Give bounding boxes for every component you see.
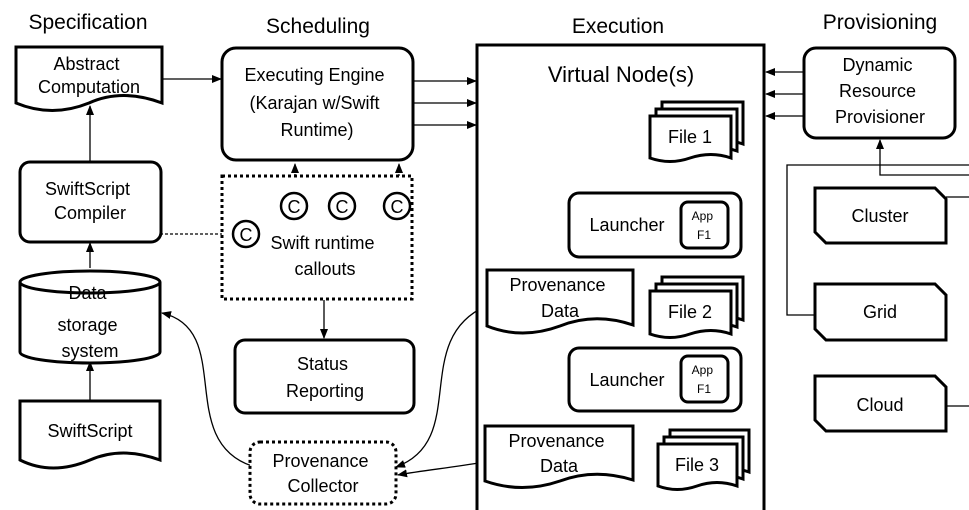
launcher-2-app-line1: App — [692, 363, 714, 377]
svg-text:Provenance Data: Provenance Data — [509, 275, 610, 321]
launcher-1-app-line2: F1 — [697, 228, 711, 242]
curve-provenance2-to-collector — [397, 461, 485, 478]
provenance-data-2-node: Provenance Data — [483, 424, 635, 489]
status-reporting-line2: Reporting — [286, 381, 364, 401]
launcher-1-node: Launcher App F1 — [567, 191, 743, 259]
swiftscript-label: SwiftScript — [47, 421, 132, 441]
curve-collector-to-storage — [161, 311, 253, 467]
svg-text:C: C — [336, 197, 349, 217]
svg-text:C: C — [288, 197, 301, 217]
svg-text:Provenance Collector: Provenance Collector — [272, 451, 373, 496]
data-storage-line2: storage — [57, 315, 117, 335]
dynamic-provisioner-line3: Provisioner — [835, 107, 925, 127]
callout-c-3: C — [382, 191, 412, 221]
curve-provenance1-to-collector — [395, 305, 487, 468]
swiftscript-compiler-line1: SwiftScript — [45, 179, 130, 199]
provenance-collector-line2: Collector — [287, 476, 358, 496]
file-2-stack: File 2 — [648, 275, 745, 339]
provenance-data-2-line2: Data — [540, 456, 579, 476]
svg-text:App F1: App F1 — [692, 363, 717, 396]
svg-text:C: C — [391, 197, 404, 217]
abstract-computation-line2: Computation — [38, 77, 140, 97]
provenance-data-1-node: Provenance Data — [485, 268, 635, 335]
svg-text:Data storage syste: Data storage system — [57, 283, 122, 361]
svg-text:C: C — [240, 225, 253, 245]
executing-engine-line3: Runtime) — [280, 120, 353, 140]
executing-engine-line1: Executing Engine — [244, 65, 384, 85]
data-storage-line1: Data — [68, 283, 107, 303]
provenance-collector-line1: Provenance — [272, 451, 368, 471]
cloud-label: Cloud — [856, 395, 903, 415]
swift-runtime-callouts-node: C C C C Swift runtime callouts — [220, 174, 414, 301]
svg-text:Executing Engine (Karaja: Executing Engine (Karajan w/Swift Runtim… — [244, 65, 389, 140]
file-1-stack: File 1 — [648, 100, 745, 163]
data-storage-line3: system — [61, 341, 118, 361]
provenance-data-2-line1: Provenance — [508, 431, 604, 451]
callouts-line2: callouts — [294, 259, 355, 279]
executing-engine-node: Executing Engine (Karajan w/Swift Runtim… — [220, 46, 415, 162]
file-1-label: File 1 — [668, 127, 712, 147]
callout-c-4: C — [231, 219, 261, 249]
launcher-2-label: Launcher — [589, 370, 664, 390]
svg-text:Swift runtime callouts: Swift runtime callouts — [270, 233, 379, 279]
callout-c-1: C — [279, 191, 309, 221]
abstract-computation-node: Abstract Computation — [14, 45, 164, 112]
launcher-1-app-line1: App — [692, 209, 714, 223]
column-title-scheduling: Scheduling — [266, 15, 370, 38]
provenance-data-1-line1: Provenance — [509, 275, 605, 295]
line-resources-to-provisioner — [876, 139, 969, 176]
executing-engine-line2: (Karajan w/Swift — [249, 93, 379, 113]
status-reporting-line1: Status — [297, 354, 348, 374]
abstract-computation-line1: Abstract — [53, 54, 119, 74]
cluster-label: Cluster — [851, 206, 908, 226]
launcher-2-app-line2: F1 — [697, 382, 711, 396]
dynamic-provisioner-node: Dynamic Resource Provisioner — [802, 46, 957, 140]
swiftscript-node: SwiftScript — [18, 399, 162, 470]
launcher-2-node: Launcher App F1 — [567, 346, 743, 413]
grid-node: Grid — [813, 282, 948, 342]
svg-text:SwiftScript Compiler: SwiftScript Compiler — [45, 179, 135, 223]
launcher-1-label: Launcher — [589, 215, 664, 235]
cloud-node: Cloud — [813, 374, 948, 433]
grid-label: Grid — [863, 302, 897, 322]
provenance-data-1-line2: Data — [541, 301, 580, 321]
svg-text:App F1: App F1 — [692, 209, 717, 242]
swiftscript-compiler-line2: Compiler — [54, 203, 126, 223]
dynamic-provisioner-line1: Dynamic — [842, 55, 912, 75]
callouts-line1: Swift runtime — [270, 233, 374, 253]
file-3-stack: File 3 — [656, 428, 751, 491]
svg-text:Dynamic Resource P: Dynamic Resource Provisioner — [835, 55, 925, 127]
svg-text:Abstract Computation: Abstract Computation — [38, 54, 140, 97]
file-3-label: File 3 — [675, 455, 719, 475]
status-reporting-node: Status Reporting — [233, 338, 416, 415]
virtual-nodes-title: Virtual Node(s) — [548, 62, 694, 87]
data-storage-node: Data storage system — [18, 269, 162, 365]
provenance-collector-node: Provenance Collector — [248, 440, 398, 506]
swiftscript-compiler-node: SwiftScript Compiler — [18, 160, 163, 244]
column-title-provisioning: Provisioning — [823, 11, 937, 34]
svg-text:Status Reporting: Status Reporting — [286, 354, 364, 401]
column-title-execution: Execution — [572, 15, 664, 38]
cluster-node: Cluster — [813, 186, 948, 245]
dynamic-provisioner-line2: Resource — [839, 81, 916, 101]
file-2-label: File 2 — [668, 302, 712, 322]
column-title-specification: Specification — [28, 11, 147, 34]
line-grid-connector — [786, 164, 969, 316]
callout-c-2: C — [327, 191, 357, 221]
svg-text:Provenance Data: Provenance Data — [508, 431, 609, 476]
